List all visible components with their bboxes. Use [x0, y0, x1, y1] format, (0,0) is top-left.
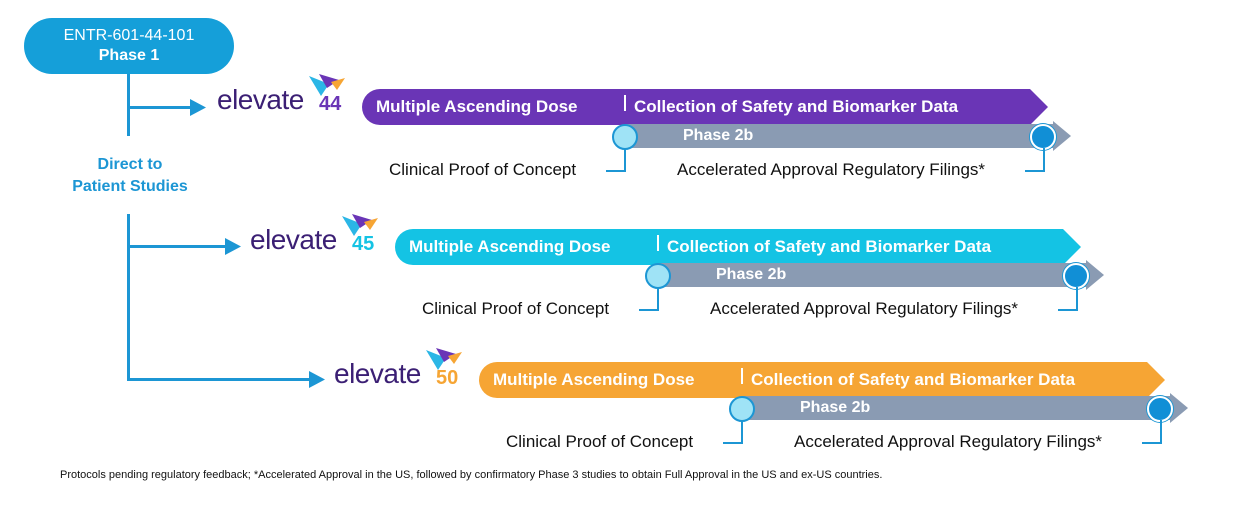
- step-separator: [657, 235, 659, 251]
- milestone-end-dot: [1147, 396, 1173, 422]
- step1-label: Multiple Ascending Dose: [409, 237, 611, 256]
- milestone-right-caption: Accelerated Approval Regulatory Filings*: [710, 299, 1019, 318]
- phase-arrow-tip: [1086, 260, 1104, 290]
- elevate-50-logo: elevate 50: [334, 348, 474, 392]
- connector-44: [127, 106, 195, 109]
- trial-id: ENTR-601-44-101: [63, 27, 195, 44]
- connector-50: [127, 378, 314, 381]
- footnote: Protocols pending regulatory feedback; *…: [60, 469, 883, 481]
- elevate-45-logo: elevate 45: [250, 214, 390, 258]
- brand-word: elevate: [250, 224, 337, 255]
- step1-label: Multiple Ascending Dose: [376, 97, 578, 116]
- milestone-start-dot: [645, 263, 671, 289]
- milestone-right-bracket: [1025, 148, 1045, 172]
- brand-number: 44: [319, 93, 342, 115]
- milestone-left-bracket: [723, 420, 743, 444]
- milestone-left-bracket: [606, 148, 626, 172]
- milestone-end-dot: [1063, 263, 1089, 289]
- phase1-pill: ENTR-601-44-101 Phase 1: [24, 18, 234, 74]
- program-45-bar: Multiple Ascending Dose Collection of Sa…: [395, 229, 1081, 265]
- arrowhead-50: [309, 371, 325, 388]
- phase-arrow-tip: [1170, 393, 1188, 423]
- milestone-left-caption: Clinical Proof of Concept: [389, 160, 577, 179]
- milestone-left-caption: Clinical Proof of Concept: [422, 299, 610, 318]
- phase2b-label: Phase 2b: [800, 399, 871, 416]
- step2-label: Collection of Safety and Biomarker Data: [667, 237, 992, 256]
- direct-label-line1: Direct to: [97, 156, 163, 173]
- milestone-left-caption: Clinical Proof of Concept: [506, 432, 694, 451]
- milestone-start-dot: [729, 396, 755, 422]
- brand-number: 50: [436, 367, 459, 389]
- program-50-bar: Multiple Ascending Dose Collection of Sa…: [479, 362, 1165, 398]
- program-50-phase2b: Phase 2b: [742, 393, 1188, 423]
- milestone-right-caption: Accelerated Approval Regulatory Filings*: [794, 432, 1103, 451]
- program-44-bar: Multiple Ascending Dose Collection of Sa…: [362, 89, 1048, 125]
- program-45-phase2b: Phase 2b: [658, 260, 1104, 290]
- connector-top: [127, 74, 130, 136]
- connector-bottom: [127, 214, 130, 380]
- bar-arrow-tip: [1030, 89, 1048, 125]
- direct-to-patient-label: Direct to Patient Studies: [40, 154, 220, 198]
- arrowhead-45: [225, 238, 241, 255]
- phase2b-label: Phase 2b: [683, 127, 754, 144]
- step1-label: Multiple Ascending Dose: [493, 370, 695, 389]
- step2-label: Collection of Safety and Biomarker Data: [634, 97, 959, 116]
- bird-icon: [426, 348, 462, 370]
- milestone-end-dot: [1030, 124, 1056, 150]
- milestone-left-bracket: [639, 287, 659, 311]
- elevate-44-logo: elevate 44: [217, 74, 357, 118]
- brand-word: elevate: [217, 84, 304, 115]
- program-44-phase2b: Phase 2b: [625, 121, 1071, 151]
- milestone-right-bracket: [1142, 420, 1162, 444]
- step-separator: [741, 368, 743, 384]
- brand-number: 45: [352, 233, 375, 255]
- phase-arrow-tip: [1053, 121, 1071, 151]
- bar-arrow-tip: [1063, 229, 1081, 265]
- bird-icon: [342, 214, 378, 236]
- brand-word: elevate: [334, 358, 421, 389]
- connector-45: [127, 245, 230, 248]
- direct-label-line2: Patient Studies: [72, 178, 188, 195]
- bird-icon: [309, 74, 345, 96]
- arrowhead-44: [190, 99, 206, 116]
- step-separator: [624, 95, 626, 111]
- bar-arrow-tip: [1147, 362, 1165, 398]
- milestone-right-bracket: [1058, 287, 1078, 311]
- phase1-label: Phase 1: [98, 47, 160, 64]
- step2-label: Collection of Safety and Biomarker Data: [751, 370, 1076, 389]
- milestone-right-caption: Accelerated Approval Regulatory Filings*: [677, 160, 986, 179]
- phase2b-label: Phase 2b: [716, 266, 787, 283]
- milestone-start-dot: [612, 124, 638, 150]
